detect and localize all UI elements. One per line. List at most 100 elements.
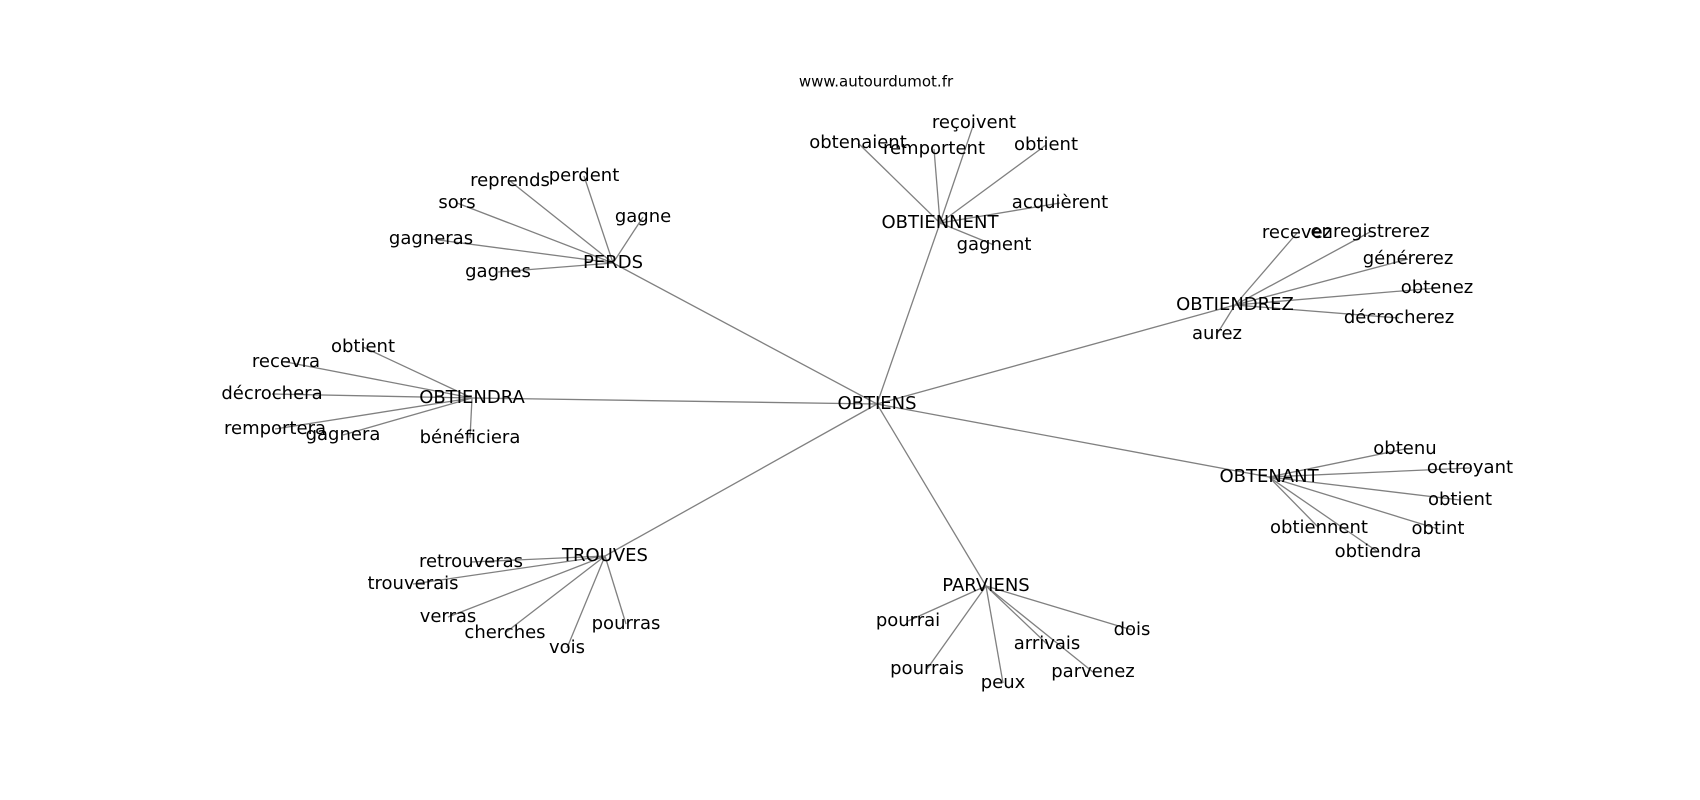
leaf-node: perdent (549, 165, 620, 186)
leaf-node: pourrai (876, 610, 940, 631)
edge-obtenant-1 (1268, 467, 1471, 478)
edge-root-obtiennent (876, 222, 941, 405)
edge-trouves-2 (447, 555, 606, 618)
leaf-node: reprends (470, 170, 550, 191)
edge-obtiennent-5 (939, 222, 995, 246)
edge-perds-4 (430, 238, 614, 264)
edge-parviens-1 (926, 585, 987, 670)
hub-node-trouves: TROUVES (561, 545, 648, 566)
leaf-node: aurez (1192, 323, 1242, 344)
edge-obtiendra-1 (285, 361, 473, 399)
leaf-node: pourras (592, 613, 661, 634)
edge-obtiendra-2 (271, 393, 473, 399)
leaf-node: obtenu (1373, 438, 1436, 459)
leaf-node: obtenez (1401, 277, 1474, 298)
edge-parviens-5 (985, 585, 1133, 631)
leaf-node: obtint (1412, 518, 1465, 539)
edge-layer (271, 122, 1471, 684)
hub-node-obtenant: OBTENANT (1219, 466, 1319, 487)
leaf-node: gagne (615, 206, 671, 227)
leaf-node: obtiendra (1335, 541, 1422, 562)
edge-obtiendra-0 (362, 346, 473, 399)
edge-obtenant-2 (1268, 476, 1461, 501)
leaf-node: enregistrerez (1310, 221, 1429, 242)
leaf-node: gagnera (306, 424, 381, 445)
edge-root-obtiendra (471, 397, 878, 405)
edge-perds-3 (612, 216, 644, 264)
edge-root-trouves (604, 403, 878, 557)
edge-obtiendra-5 (469, 397, 473, 439)
hub-node-perds: PERDS (583, 252, 643, 273)
edge-perds-1 (583, 175, 614, 264)
leaf-node: remportera (224, 418, 326, 439)
edge-obtenant-3 (1268, 476, 1439, 530)
leaf-node: obtient (1428, 489, 1492, 510)
edge-trouves-5 (604, 555, 627, 625)
edge-obtiennent-1 (933, 148, 941, 224)
leaf-node: obtenaient (809, 132, 907, 153)
edge-obtiendrez-4 (1234, 304, 1400, 319)
leaf-node: vois (549, 637, 585, 658)
leaf-node: reçoivent (932, 112, 1016, 133)
leaf-node: obtient (331, 336, 395, 357)
hub-node-obtiennent: OBTIENNENT (882, 212, 1000, 233)
edge-obtenant-0 (1268, 448, 1406, 478)
edge-obtenant-5 (1268, 476, 1379, 553)
edge-obtiendrez-0 (1234, 232, 1298, 306)
leaf-node: bénéficiera (420, 427, 521, 448)
leaf-node: obtiennent (1270, 517, 1368, 538)
edge-perds-5 (497, 262, 614, 273)
edge-parviens-2 (985, 585, 1004, 684)
leaf-node: retrouveras (419, 551, 523, 572)
leaf-node: peux (981, 672, 1026, 693)
leaf-node: remportent (883, 138, 985, 159)
leaf-node: dois (1114, 619, 1151, 640)
edge-root-obtenant (876, 403, 1270, 478)
edge-obtiennent-2 (939, 122, 975, 224)
edge-trouves-1 (412, 555, 606, 585)
edge-perds-2 (456, 202, 614, 264)
leaf-node: trouverais (367, 573, 458, 594)
edge-obtiennent-3 (939, 144, 1047, 224)
edge-trouves-3 (504, 555, 606, 634)
edge-root-parviens (876, 403, 987, 587)
edge-obtiendra-3 (274, 397, 473, 430)
leaf-node: recevra (252, 351, 320, 372)
leaf-node: pourrais (890, 658, 964, 679)
leaf-node: recevez (1262, 222, 1332, 243)
leaf-node: parvenez (1051, 661, 1135, 682)
edge-trouves-4 (566, 555, 606, 649)
edge-obtiendra-4 (342, 397, 473, 436)
leaf-node: générerez (1363, 248, 1454, 269)
edge-obtiennent-0 (857, 142, 941, 224)
watermark: www.autourdumot.fr (799, 73, 954, 91)
hub-node-parviens: PARVIENS (942, 575, 1029, 596)
edge-obtenant-4 (1268, 476, 1320, 529)
leaf-node: décrocherez (1344, 307, 1454, 328)
edge-perds-0 (509, 180, 614, 264)
leaf-node: gagnes (465, 261, 531, 282)
leaf-node: gagnent (957, 234, 1032, 255)
edge-parviens-4 (985, 585, 1094, 673)
edge-trouves-0 (470, 555, 606, 563)
leaf-node: arrivais (1014, 633, 1081, 654)
hub-node-obtiendrez: OBTIENDREZ (1176, 294, 1294, 315)
edge-obtiendrez-2 (1234, 258, 1409, 306)
edge-obtiendrez-5 (1216, 304, 1236, 335)
leaf-node: décrochera (221, 383, 322, 404)
edge-obtiendrez-1 (1234, 231, 1371, 306)
edge-obtiendrez-3 (1234, 287, 1438, 306)
leaf-node: gagneras (389, 228, 473, 249)
leaf-node: octroyant (1427, 457, 1513, 478)
edge-root-obtiendrez (876, 304, 1236, 405)
edge-parviens-3 (985, 585, 1048, 645)
edge-parviens-0 (907, 585, 987, 622)
edge-root-perds (612, 262, 878, 405)
root-node: OBTIENS (837, 393, 916, 414)
hub-node-obtiendra: OBTIENDRA (419, 387, 525, 408)
edge-obtiennent-4 (939, 202, 1061, 224)
leaf-node: acquièrent (1012, 192, 1108, 213)
leaf-node: verras (420, 606, 477, 627)
